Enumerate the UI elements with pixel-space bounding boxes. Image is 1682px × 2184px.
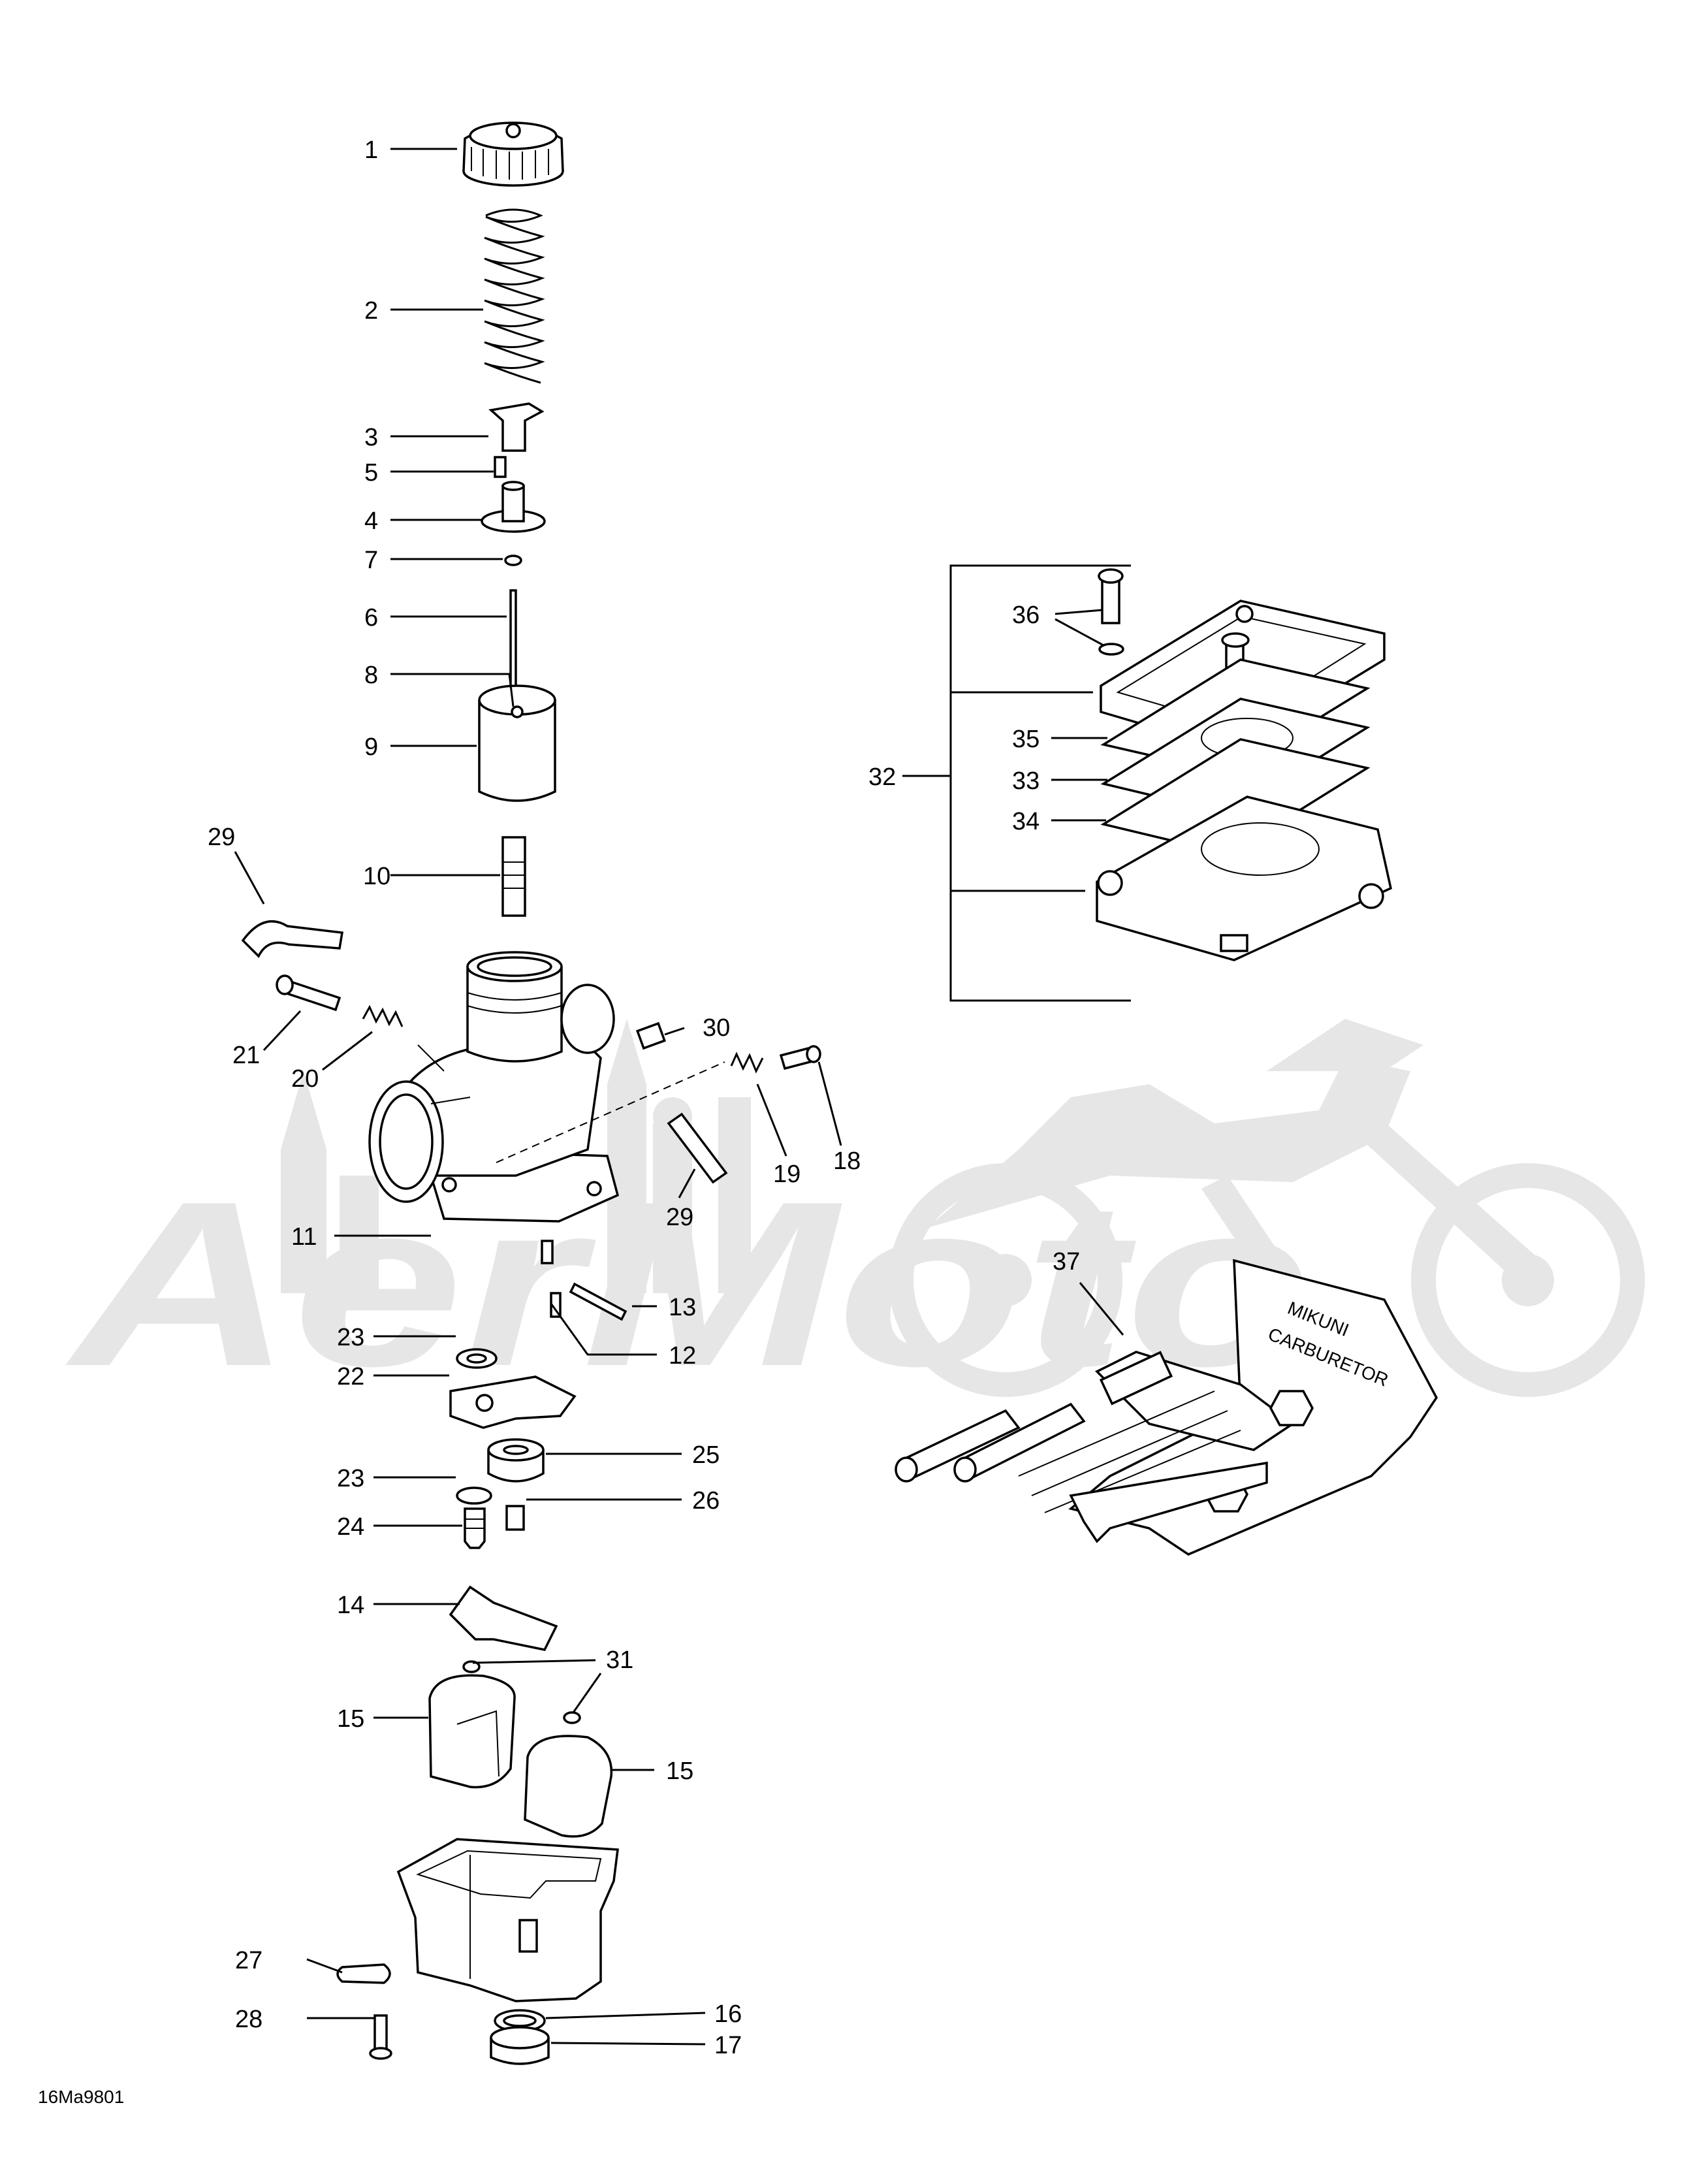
callout-31: 31 <box>606 1646 633 1674</box>
callout-7: 7 <box>364 547 378 574</box>
callout-26: 26 <box>692 1487 720 1515</box>
part-13-pin <box>569 1282 627 1321</box>
part-7-clip <box>504 554 522 566</box>
part-18-screw <box>779 1045 821 1070</box>
callout-24: 24 <box>337 1513 364 1541</box>
drawing-code: 16Ma9801 <box>38 2087 124 2107</box>
part-4-holder <box>481 481 546 533</box>
callout-34: 34 <box>1012 808 1039 835</box>
part-26-jet <box>505 1505 525 1531</box>
callout-16: 16 <box>714 2000 742 2028</box>
callout-28: 28 <box>235 2006 262 2033</box>
callout-10: 10 <box>363 863 390 890</box>
part-3-plate <box>488 402 545 452</box>
callout-32: 32 <box>868 763 896 791</box>
callout-37: 37 <box>1053 1248 1080 1276</box>
callout-6: 6 <box>364 604 378 632</box>
callout-20: 20 <box>291 1065 319 1093</box>
callout-11: 11 <box>291 1223 317 1251</box>
callout-25: 25 <box>692 1441 720 1469</box>
part-21-screw <box>276 974 341 1012</box>
watermark: AerMoto <box>62 1019 1645 1415</box>
part-32-fuel-pump <box>949 564 1393 1002</box>
callout-36: 36 <box>1012 602 1039 629</box>
part-1-cap <box>462 121 564 187</box>
part-17-plug <box>490 2026 550 2065</box>
callout-29-left: 29 <box>208 824 235 851</box>
part-20-spring <box>362 1004 404 1027</box>
part-15-float <box>428 1674 516 1789</box>
part-11-carburetor-body <box>368 951 620 1318</box>
callout-4: 4 <box>364 507 378 535</box>
part-15-float-right <box>524 1735 613 1838</box>
callout-14: 14 <box>337 1592 364 1619</box>
callout-29-right: 29 <box>666 1204 693 1231</box>
callout-8: 8 <box>364 662 378 689</box>
callout-33: 33 <box>1012 767 1039 795</box>
leader-lines <box>234 148 1124 2046</box>
part-31-pin <box>462 1660 581 1724</box>
callout-19: 19 <box>773 1161 801 1188</box>
part-23-washer <box>456 1348 498 1369</box>
callout-23-upper: 23 <box>337 1324 364 1351</box>
callout-15-left: 15 <box>337 1705 364 1733</box>
part-29-hose <box>241 920 344 958</box>
part-19-spring <box>730 1052 764 1074</box>
part-25-seat <box>487 1438 545 1483</box>
part-float-bowl <box>396 1838 619 2002</box>
callout-27: 27 <box>235 1947 262 1974</box>
part-22-gasket <box>449 1375 577 1429</box>
callout-23-lower: 23 <box>337 1465 364 1492</box>
part-2-spring <box>484 208 545 384</box>
callout-15-right: 15 <box>666 1758 693 1785</box>
callout-17: 17 <box>714 2032 742 2059</box>
callout-21: 21 <box>232 1042 260 1069</box>
callout-18: 18 <box>833 1148 861 1175</box>
callout-13: 13 <box>669 1294 696 1321</box>
part-29-tube <box>667 1112 728 1184</box>
part-37-tool-kit: MIKUNI CARBURETOR <box>895 1259 1438 1556</box>
part-27-clamp <box>336 1963 391 1984</box>
part-16-oring <box>494 2009 546 2032</box>
part-14-float-arm <box>449 1585 558 1651</box>
callout-9: 9 <box>364 733 378 761</box>
part-9-throttle-valve <box>478 684 556 802</box>
callout-30: 30 <box>703 1014 730 1042</box>
part-24-main-jet <box>464 1507 486 1549</box>
callout-2: 2 <box>364 297 378 325</box>
callout-35: 35 <box>1012 726 1039 753</box>
part-28-screw <box>369 2014 392 2060</box>
callout-3: 3 <box>364 424 378 451</box>
callout-1: 1 <box>364 136 378 164</box>
part-23-washer-lower <box>456 1486 492 1505</box>
callout-22: 22 <box>337 1363 364 1390</box>
part-5-screw <box>494 456 507 478</box>
callout-5: 5 <box>364 459 378 487</box>
callout-12: 12 <box>669 1342 696 1370</box>
part-30-jet <box>635 1021 667 1050</box>
callout-labels: 1 2 3 5 4 7 6 8 9 10 29 21 20 11 30 19 1… <box>208 136 1080 2059</box>
part-10-needle-jet <box>501 836 526 917</box>
